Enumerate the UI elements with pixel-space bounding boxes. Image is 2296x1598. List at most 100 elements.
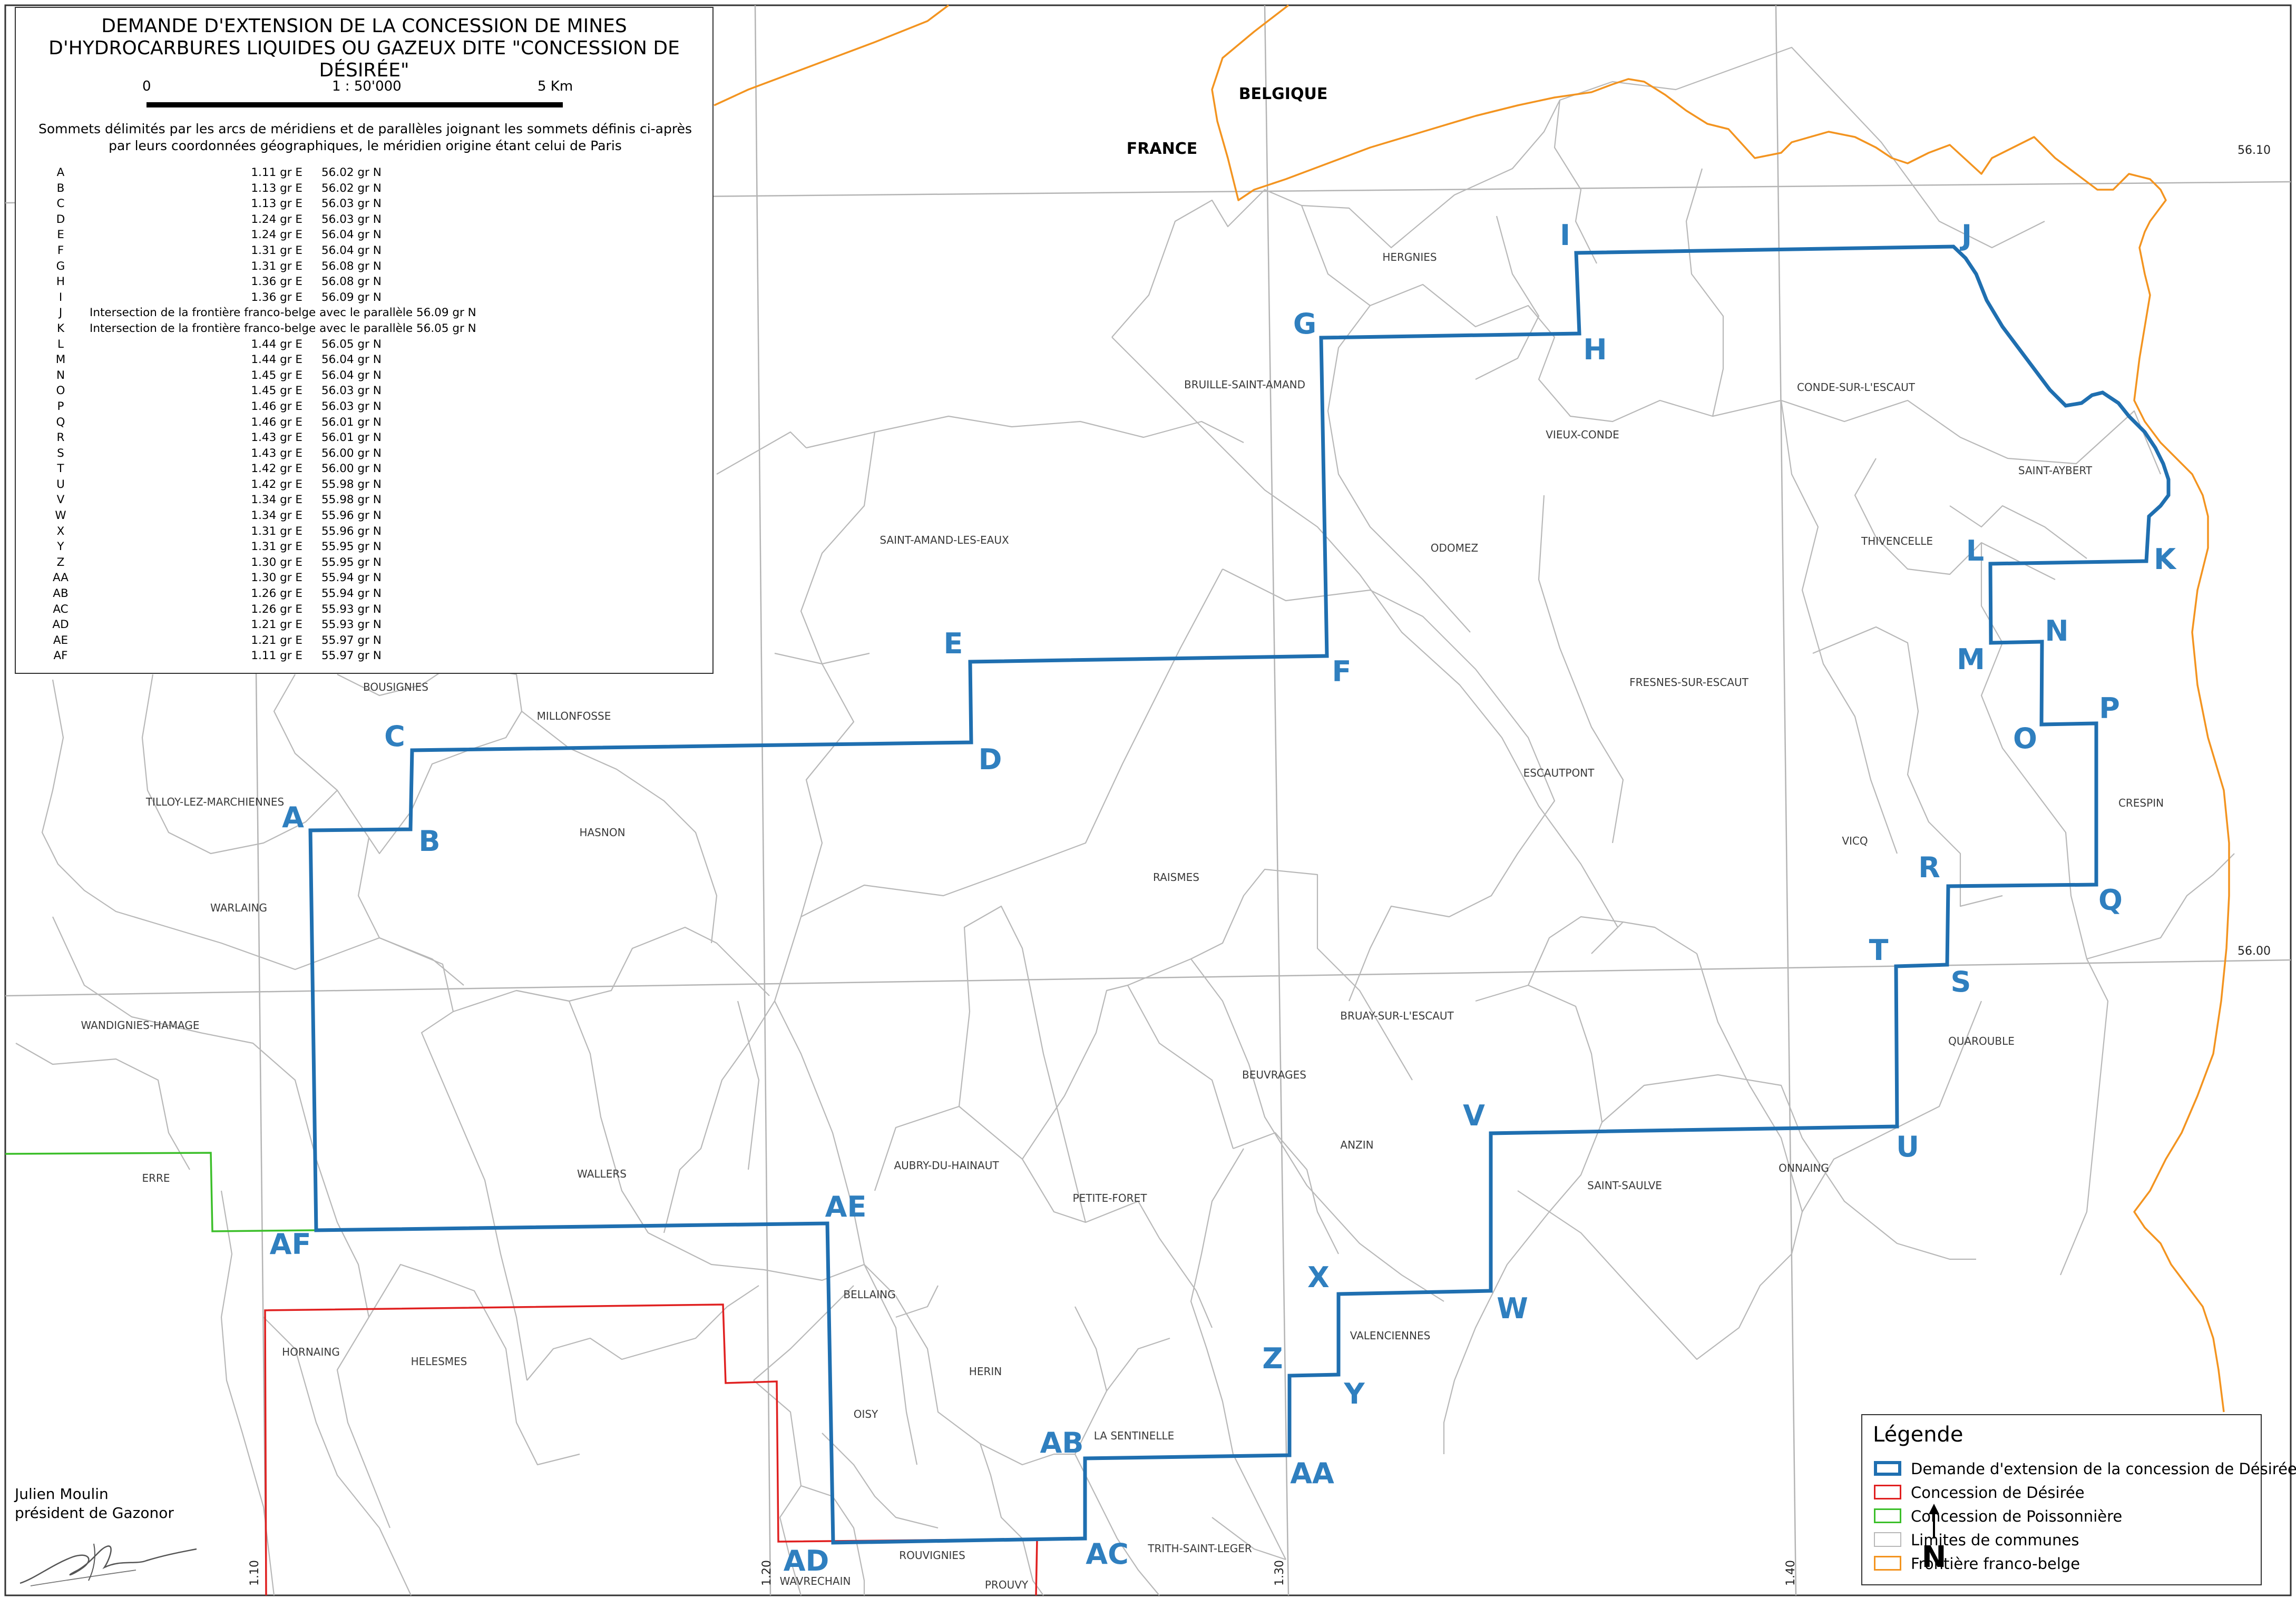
vertex-labels: A B C D E F G H I J K L M N O P Q R S T … [270, 219, 2177, 1577]
vertex-id: A [56, 166, 65, 179]
country-label-france: FRANCE [1127, 140, 1197, 158]
vertex-label-u: U [1896, 1130, 1919, 1163]
vertex-label-ad: AD [784, 1544, 829, 1577]
vertex-longitude: 1.45 gr E [251, 384, 302, 398]
vertex-id: U [56, 477, 65, 491]
vertex-label-b: B [418, 825, 440, 858]
vertex-longitude: 1.36 gr E [251, 290, 302, 304]
vertex-longitude: 1.45 gr E [251, 368, 302, 382]
scale-label-end: 5 Km [538, 79, 573, 94]
vertex-label-x: X [1307, 1261, 1330, 1294]
vertex-label-l: L [1966, 534, 1984, 567]
vertex-longitude: 1.42 gr E [251, 477, 302, 491]
vertex-label-q: Q [2098, 884, 2123, 917]
vertex-latitude: 56.03 gr N [321, 197, 382, 211]
vertex-longitude: 1.31 gr E [251, 540, 302, 554]
vertex-longitude: 1.11 gr E [251, 649, 302, 663]
commune-label: BRUAY-SUR-L'ESCAUT [1340, 1009, 1454, 1022]
vertex-row: I 1.36 gr E 56.09 gr N [47, 290, 476, 306]
vertex-longitude: 1.13 gr E [251, 197, 302, 211]
vertex-longitude: 1.46 gr E [251, 399, 302, 413]
commune-label: PROUVY [985, 1579, 1029, 1591]
commune-label: VALENCIENNES [1350, 1329, 1431, 1342]
commune-label: PETITE-FORET [1073, 1192, 1148, 1204]
commune-label: TILLOY-LEZ-MARCHIENNES [145, 796, 284, 808]
vertex-label-r: R [1918, 851, 1940, 884]
vertex-latitude: 56.04 gr N [321, 228, 382, 242]
commune-label: ROUVIGNIES [899, 1549, 965, 1562]
legend-swatch-communes [1874, 1532, 1901, 1547]
commune-label: ESCAUTPONT [1523, 767, 1595, 779]
vertex-id: N [56, 368, 65, 382]
commune-label: RAISMES [1153, 871, 1199, 884]
vertex-latitude: 56.09 gr N [321, 290, 382, 304]
meridian-1-10 [255, 621, 267, 1596]
commune-label: WAVRECHAIN [780, 1575, 851, 1587]
vertex-longitude: 1.21 gr E [251, 633, 302, 647]
vertex-id: O [56, 384, 65, 398]
vertex-note: Intersection de la frontière franco-belg… [90, 321, 476, 335]
legend-swatch-border [1874, 1556, 1901, 1571]
vertex-id: Q [56, 415, 65, 429]
legend-label-poissonniere: Concession de Poissonnière [1911, 1507, 2123, 1525]
vertex-latitude: 55.97 gr N [321, 649, 382, 663]
vertex-longitude: 1.44 gr E [251, 353, 302, 367]
legend-label-communes: Limites de communes [1911, 1531, 2079, 1549]
vertex-label-i: I [1560, 219, 1570, 252]
vertex-label-e: E [944, 627, 963, 660]
meridian-1-40 [1775, 5, 1797, 1596]
vertex-label-d: D [979, 743, 1002, 776]
vertex-id: G [56, 259, 65, 273]
vertex-latitude: 55.93 gr N [321, 602, 382, 616]
vertex-latitude: 56.00 gr N [321, 462, 382, 476]
grid-label-56-10: 56.10 [2238, 144, 2271, 157]
commune-label: ERRE [142, 1172, 170, 1184]
vertex-id: F [57, 243, 64, 257]
commune-label: OISY [854, 1408, 878, 1420]
vertex-label-ae: AE [825, 1190, 867, 1223]
commune-label: LA SENTINELLE [1094, 1429, 1175, 1442]
legend-label-desiree: Concession de Désirée [1911, 1484, 2085, 1502]
vertex-label-j: J [1959, 219, 1972, 252]
commune-label: WARLAING [210, 901, 267, 914]
vertex-longitude: 1.46 gr E [251, 415, 302, 429]
signature-image [19, 1543, 197, 1586]
grid-label-1-10: 1.10 [248, 1560, 261, 1586]
vertex-id: S [57, 446, 64, 460]
vertex-longitude: 1.42 gr E [251, 462, 302, 476]
commune-labels: HERGNIES BRUILLE-SAINT-AMAND VIEUX-CONDE… [81, 251, 2164, 1591]
vertex-latitude: 56.03 gr N [321, 212, 382, 226]
vertex-id: Y [57, 540, 64, 554]
vertex-label-p: P [2099, 692, 2120, 725]
commune-label: WANDIGNIES-HAMAGE [81, 1019, 200, 1032]
commune-label: WALLERS [577, 1168, 627, 1180]
vertex-label-v: V [1463, 1099, 1485, 1132]
vertex-longitude: 1.26 gr E [251, 602, 302, 616]
vertex-id: I [58, 290, 63, 304]
commune-label: ONNAING [1779, 1162, 1829, 1174]
vertex-latitude: 56.08 gr N [321, 259, 382, 273]
meridian-1-20 [754, 5, 771, 1596]
vertex-longitude: 1.11 gr E [251, 166, 302, 179]
vertex-longitude: 1.26 gr E [251, 587, 302, 601]
vertex-id: Z [56, 555, 65, 569]
vertex-label-o: O [2013, 722, 2037, 755]
north-label: N [1921, 1540, 1947, 1574]
grid-label-1-40: 1.40 [1784, 1560, 1797, 1586]
commune-label: VICQ [1842, 835, 1868, 847]
commune-label: SAINT-SAULVE [1587, 1179, 1662, 1192]
commune-label: QUAROUBLE [1948, 1035, 2015, 1047]
